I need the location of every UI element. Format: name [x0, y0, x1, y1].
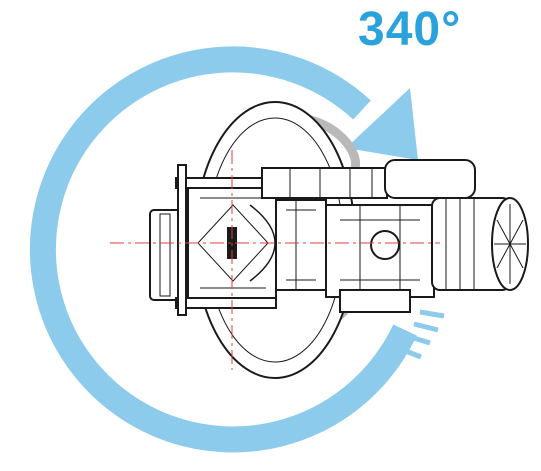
inlet-flange-ring [159, 213, 171, 297]
gearbox-detail [340, 205, 420, 297]
bracket-left-post [177, 164, 187, 316]
motor-fan-grill [494, 204, 526, 284]
rotation-angle-label: 340° [358, 3, 462, 56]
motor-fins [445, 198, 475, 290]
gear-hub [370, 230, 400, 260]
rotation-arc [29, 46, 417, 453]
cylinder-tube [384, 159, 476, 199]
rotation-arrow-icon [29, 46, 445, 453]
top-cylinder [261, 167, 388, 199]
cylinder-ribs [289, 168, 373, 198]
yoke-detail [286, 200, 316, 290]
valve-body-curve [249, 204, 276, 282]
gearbox [325, 204, 435, 298]
rotation-arrowhead [346, 88, 418, 160]
arc-end-stripes [397, 309, 445, 360]
bottom-bracket [175, 297, 277, 309]
valve-actuator-icon [110, 101, 529, 379]
gearbox-lower [339, 289, 411, 313]
yoke-housing [275, 199, 327, 291]
